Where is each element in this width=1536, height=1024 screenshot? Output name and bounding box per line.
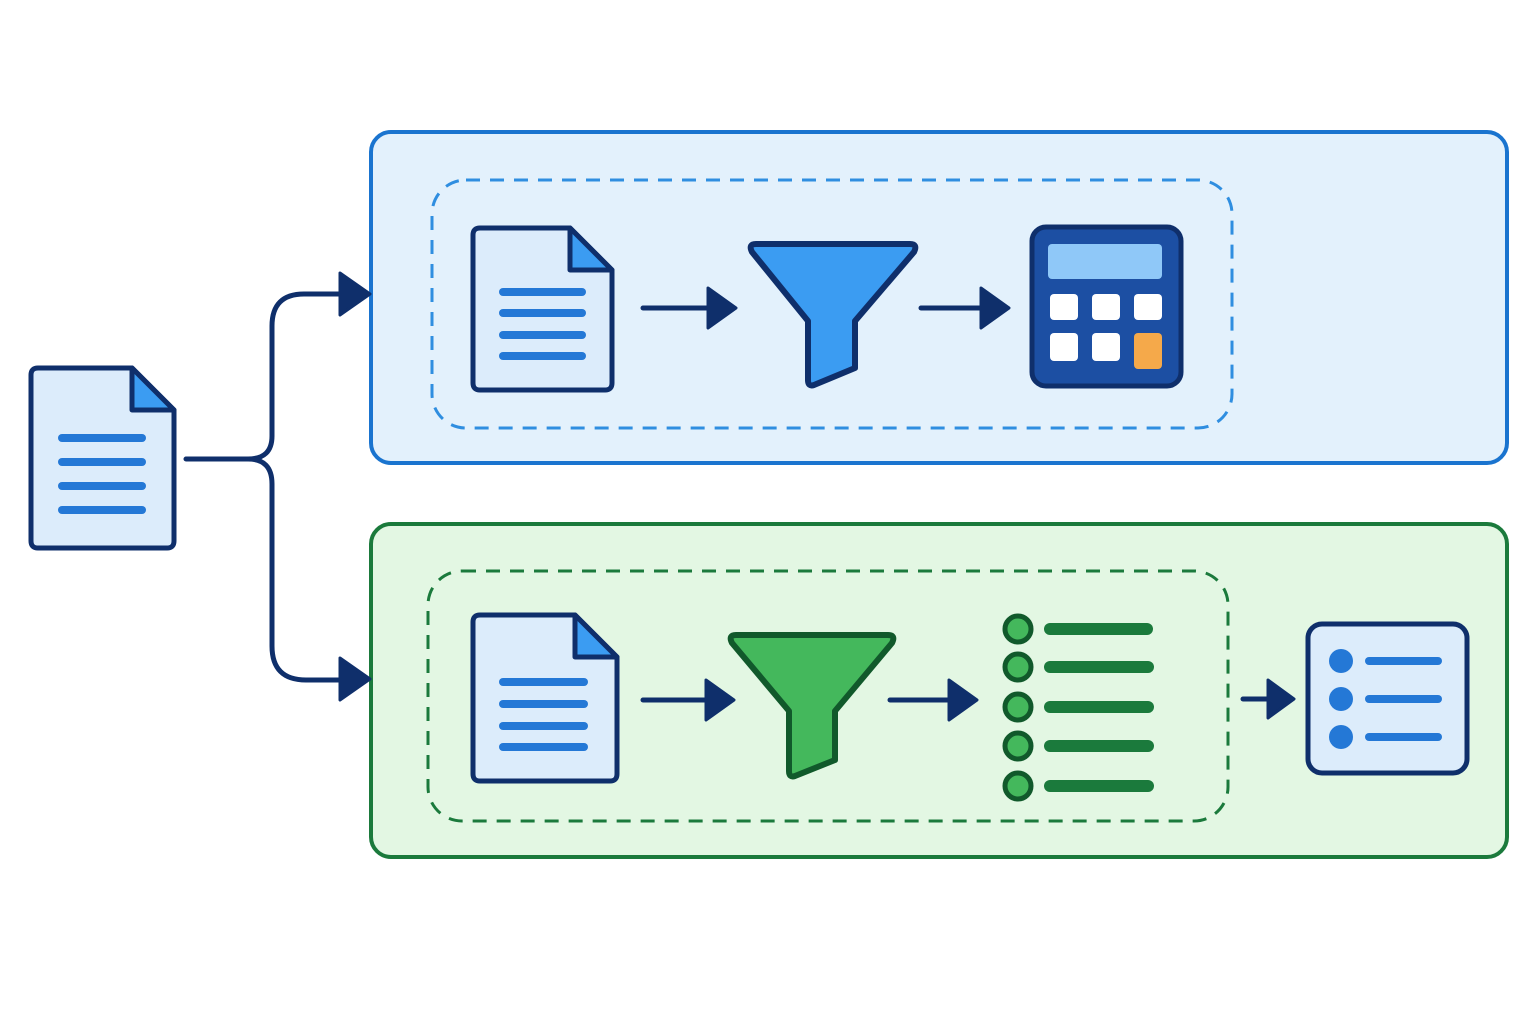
calculator-screen <box>1048 244 1162 279</box>
arrow-to-top-panel <box>338 271 372 317</box>
calculator-accent-key <box>1134 333 1162 369</box>
top-funnel-icon <box>747 241 919 389</box>
branch-connector <box>183 291 347 683</box>
summary-list-icon <box>1305 621 1470 776</box>
top-dashed-group <box>430 178 1234 430</box>
calculator-icon <box>1029 224 1184 389</box>
top-arrow-2 <box>918 286 1011 330</box>
arrow-to-bottom-panel <box>338 656 372 702</box>
bottom-dashed-group <box>426 569 1230 823</box>
bottom-arrow-3 <box>1240 678 1296 720</box>
bottom-document-icon <box>470 612 620 784</box>
top-panel <box>369 130 1509 465</box>
bottom-arrow-2 <box>887 678 979 722</box>
bulleted-list-icon <box>1002 613 1154 802</box>
top-arrow-1 <box>640 286 738 330</box>
bottom-arrow-1 <box>640 678 736 722</box>
top-document-icon <box>470 225 615 393</box>
bottom-panel <box>369 522 1509 859</box>
source-document-icon <box>28 365 177 551</box>
bottom-funnel-icon <box>727 632 897 780</box>
